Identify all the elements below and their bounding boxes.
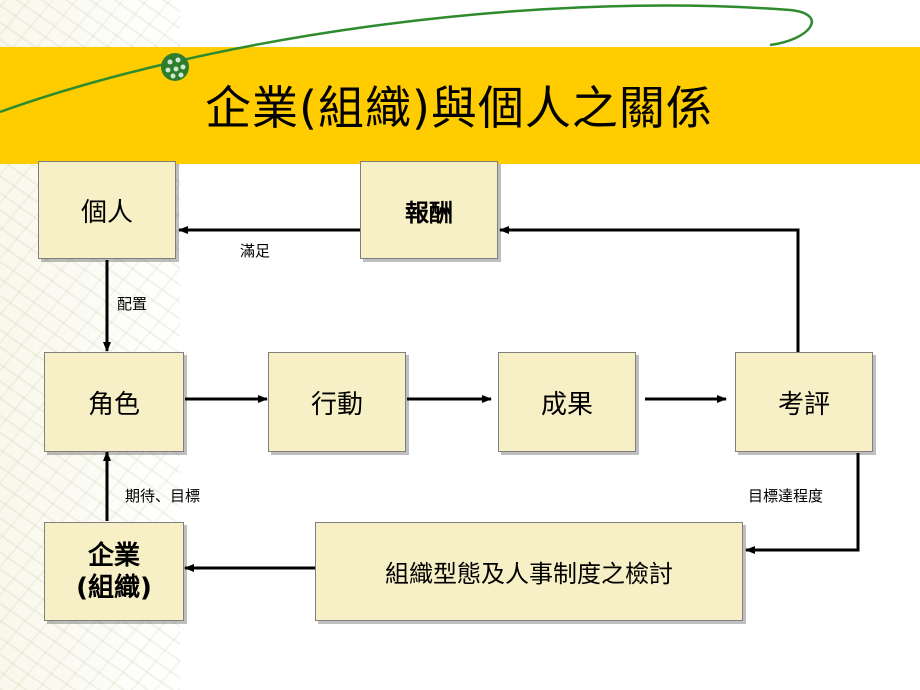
node-enterprise-text: 企業 (組織) (76, 540, 152, 604)
node-evaluation-label: 考評 (777, 389, 830, 420)
node-action: 行動 (268, 352, 406, 452)
node-role: 角色 (44, 352, 184, 452)
node-individual: 個人 (38, 161, 176, 259)
node-role-label: 角色 (87, 389, 140, 420)
node-enterprise-line2: (組織) (76, 572, 152, 603)
edge-label-assign: 配置 (117, 295, 148, 313)
node-individual-label: 個人 (80, 197, 133, 228)
node-result-label: 成果 (540, 389, 593, 420)
edge-label-satisfy: 滿足 (240, 242, 271, 260)
node-review: 組織型態及人事制度之檢討 (315, 522, 743, 621)
edge-label-expectation: 期待、目標 (125, 487, 201, 505)
node-evaluation: 考評 (735, 352, 873, 452)
node-reward: 報酬 (360, 161, 498, 259)
arrow-evaluation-to-reward (499, 226, 800, 352)
node-result: 成果 (498, 352, 636, 452)
edge-label-goal-attainment: 目標達程度 (748, 487, 824, 505)
arrow-evaluation-to-review (745, 453, 860, 554)
node-review-label: 組織型態及人事制度之檢討 (385, 560, 673, 588)
node-reward-label: 報酬 (405, 198, 453, 227)
node-enterprise: 企業 (組織) (44, 522, 184, 621)
page-title: 企業(組織)與個人之關係 (205, 81, 713, 135)
node-action-label: 行動 (310, 389, 363, 420)
bullet-icon (161, 53, 189, 81)
node-enterprise-line1: 企業 (87, 540, 140, 571)
